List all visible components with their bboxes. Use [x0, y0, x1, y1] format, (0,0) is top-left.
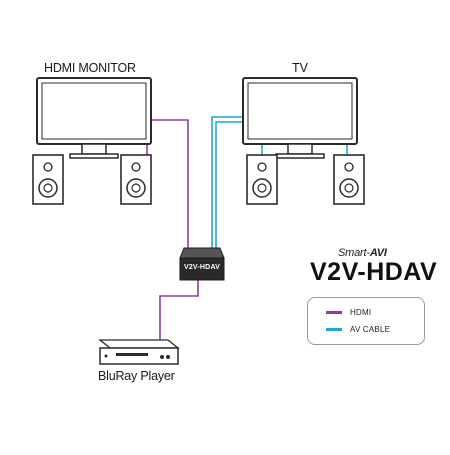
legend-swatch-hdmi [326, 310, 342, 314]
av-cable-tv-a [211, 116, 248, 248]
legend-label-hdmi: HDMI [350, 307, 372, 317]
bluray-label: BluRay Player [98, 369, 175, 383]
hdmi-cable-monitor [151, 119, 189, 248]
v2v-hdav-device [179, 247, 225, 281]
legend-item-av: AV CABLE [326, 322, 390, 336]
speaker-tv-right [333, 154, 365, 205]
legend-item-hdmi: HDMI [326, 305, 371, 319]
legend-label-av: AV CABLE [350, 324, 391, 334]
brand-prefix: Smart- [338, 247, 370, 259]
hdmi-monitor [36, 77, 152, 159]
tv [242, 77, 358, 159]
speaker-tv-left [246, 154, 278, 205]
speaker-monitor-right [120, 154, 152, 205]
av-cable-tv-b [215, 121, 248, 248]
tv-label: TV [292, 61, 308, 75]
product-title: V2V-HDAV [310, 258, 438, 286]
hdmi-cable-bluray [159, 280, 199, 340]
av-cables [211, 116, 348, 248]
hdmi-cables [146, 119, 199, 340]
monitor-label: HDMI MONITOR [44, 61, 136, 75]
speaker-monitor-left [32, 154, 64, 205]
legend-swatch-av [326, 327, 342, 331]
brand-logo-mark: AVI [369, 247, 387, 259]
device-label: V2V-HDAV [183, 264, 221, 271]
legend: HDMI AV CABLE [307, 297, 425, 345]
brand-logo: Smart-AVI [338, 247, 387, 259]
bluray-player [98, 339, 180, 365]
